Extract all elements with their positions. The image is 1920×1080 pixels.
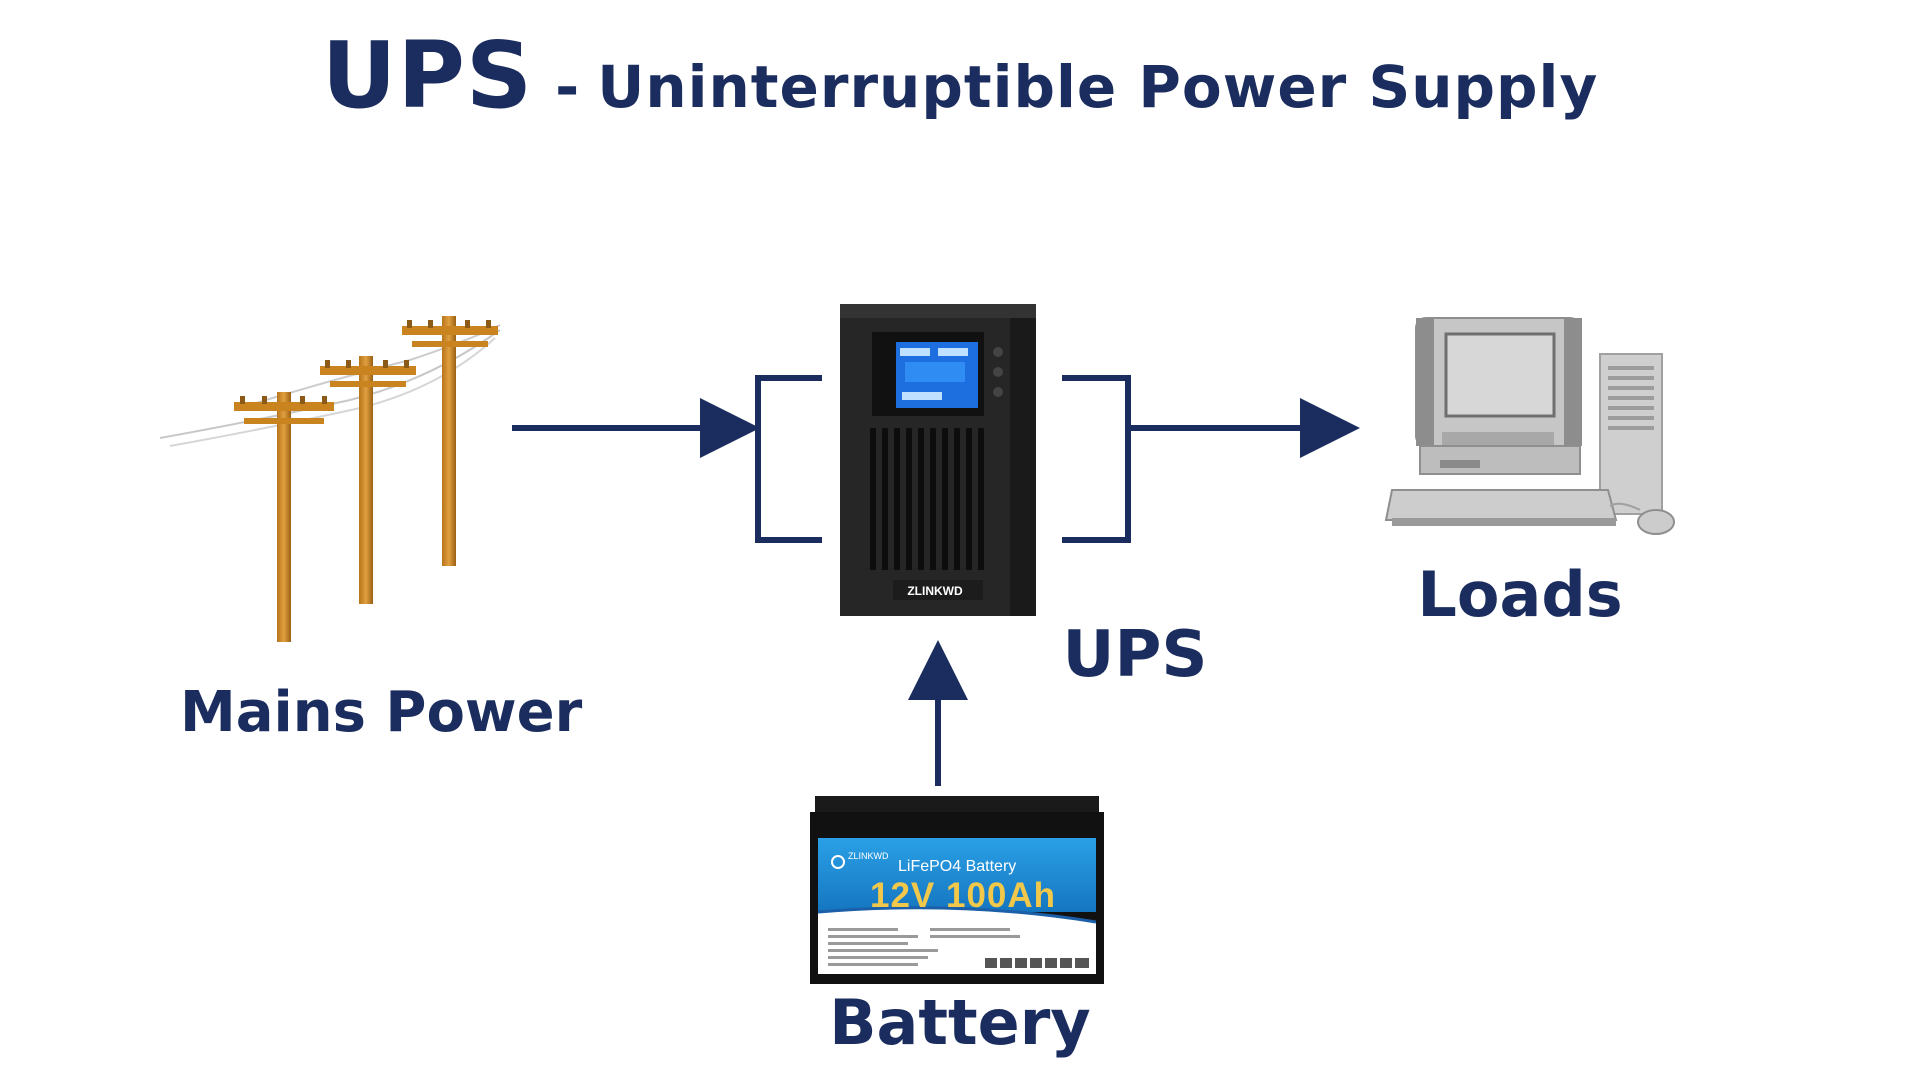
ups-brand-text: ZLINKWD: [907, 584, 963, 598]
diagram-title: UPS-Uninterruptible Power Supply: [0, 22, 1920, 129]
battery-rating-text: 12V 100Ah: [870, 876, 1057, 915]
utility-pole-icon: [159, 316, 501, 642]
ups-label: UPS: [1062, 618, 1208, 692]
mains-power-label: Mains Power: [180, 680, 583, 745]
title-separator: -: [555, 53, 580, 121]
battery-icon: [810, 796, 1104, 984]
loads-label: Loads: [1417, 558, 1623, 631]
title-main: UPS: [321, 22, 534, 129]
battery-type-text: LiFePO4 Battery: [898, 858, 1017, 875]
ups-input-bracket: [755, 375, 822, 543]
ups-unit-icon: [840, 304, 1036, 616]
title-subtitle: Uninterruptible Power Supply: [597, 53, 1599, 121]
battery-label: Battery: [829, 986, 1091, 1059]
battery-brand-text: ZLINKWD: [848, 851, 889, 861]
desktop-computer-icon: [1384, 317, 1675, 535]
ups-output-bracket: [1062, 375, 1131, 543]
